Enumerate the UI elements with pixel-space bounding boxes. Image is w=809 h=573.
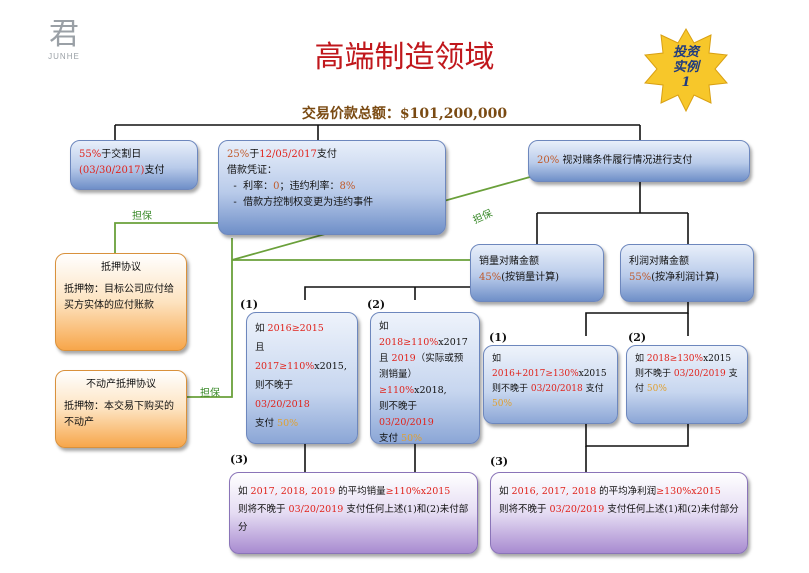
- guarantee-label-1: 担保: [132, 211, 152, 222]
- sales-condition-2-box: 如 2018≥110%x2017 且 2019（实际或预测销量） ≥110%x2…: [370, 312, 480, 444]
- sales-earnout-box: 销量对赌金额 45%(按销量计算): [470, 244, 604, 302]
- profit-condition-2-box: 如 2018≥130%x2015 则不晚于 03/20/2019 支 付 50%: [626, 345, 748, 424]
- page-title: 高端制造领域: [314, 40, 495, 75]
- logo-mark: 君: [49, 17, 79, 52]
- mortgage-agreement-box: 抵押协议 抵押物：目标公司应付给买方实体的应付账款: [55, 253, 187, 351]
- real-estate-mortgage-box: 不动产抵押协议 抵押物：本交易下购买的不动产: [55, 370, 187, 448]
- sales-cond-2-num: (2): [367, 298, 386, 311]
- badge-line1: 投资: [672, 45, 699, 60]
- junhe-logo: 君 JUNHE: [44, 17, 84, 62]
- profit-cond-1-num: (1): [489, 331, 508, 344]
- sales-cond-3-num: (3): [230, 453, 249, 466]
- payment-box-25: 25%于12/05/2017支付 借款凭证： - 利率：0；违约利率：8% - …: [218, 140, 446, 235]
- badge-line2: 实例: [672, 60, 699, 75]
- sales-condition-3-box: 如 2017, 2018, 2019 的平均销量≥110%x2015 则将不晚于…: [229, 472, 478, 554]
- loan-note-label: 借款凭证：: [227, 165, 277, 176]
- sales-condition-1-box: 如 2016≥2015 且 2017≥110%x2015, 则不晚于 03/20…: [246, 312, 358, 444]
- profit-earnout-box: 利润对赌金额 55%(按净利润计算): [620, 244, 754, 302]
- total-price: 交易价款总额：$101,200,000: [301, 106, 508, 122]
- profit-cond-2-num: (2): [628, 331, 647, 344]
- profit-cond-3-num: (3): [490, 455, 509, 468]
- payment-box-55: 55%于交割日 (03/30/2017)支付: [70, 140, 198, 190]
- sales-cond-1-num: (1): [240, 298, 259, 311]
- payment-box-20: 20% 视对赌条件履行情况进行支付: [528, 140, 750, 182]
- starburst-icon: [644, 27, 728, 113]
- profit-condition-1-box: 如 2016+2017≥130%x2015 则不晚于 03/20/2018 支付…: [483, 345, 618, 424]
- guarantee-label-2: 担保: [200, 388, 220, 399]
- case-badge: 投资 实例 1: [641, 27, 731, 113]
- profit-condition-3-box: 如 2016, 2017, 2018 的平均净利润≥130%x2015 则将不晚…: [490, 472, 748, 554]
- badge-line3: 1: [681, 75, 691, 90]
- logo-text: JUNHE: [48, 52, 80, 61]
